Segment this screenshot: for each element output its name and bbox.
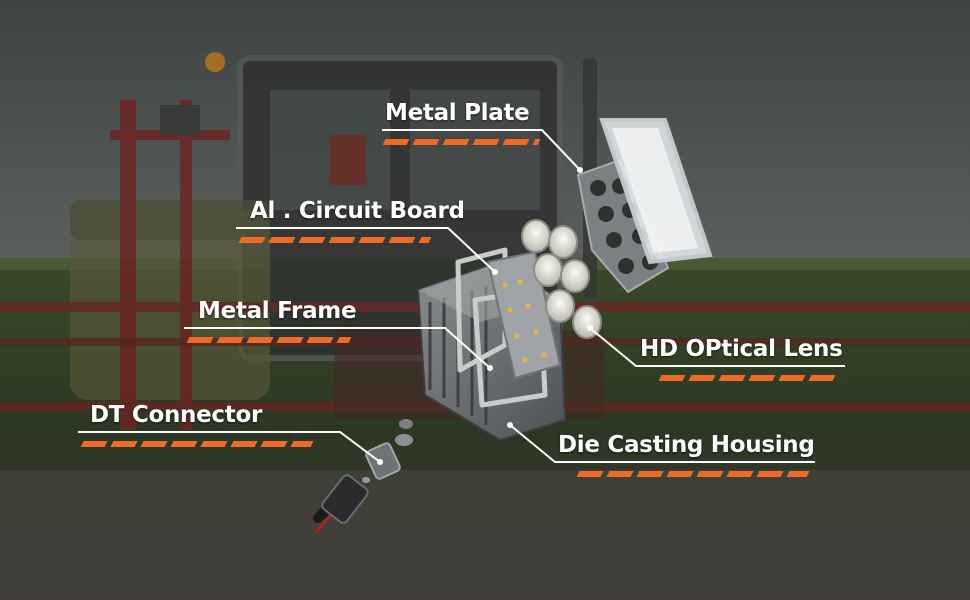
callout-optical-lens: HD OPtical Lens xyxy=(640,336,843,362)
optical-lens-part xyxy=(521,219,602,339)
leader-line-metal-plate xyxy=(382,129,581,171)
leader-line-die-casting-housing xyxy=(509,424,815,463)
callout-metal-frame-dash xyxy=(186,337,352,343)
callout-metal-frame: Metal Frame xyxy=(198,298,357,324)
callout-circuit-board: Al . Circuit Board xyxy=(250,198,465,224)
leader-line-optical-lens xyxy=(589,327,845,367)
callout-dt-connector: DT Connector xyxy=(90,402,262,428)
circuit-board-part xyxy=(486,250,562,380)
callout-optical-lens-dash xyxy=(658,375,842,381)
callout-die-casting-housing: Die Casting Housing xyxy=(558,432,815,458)
callout-die-casting-housing-dash xyxy=(576,471,810,477)
leader-line-metal-frame xyxy=(184,327,491,369)
leader-dots xyxy=(377,167,593,465)
callout-dt-connector-dash xyxy=(80,441,314,447)
leader-lines xyxy=(78,129,845,463)
callout-metal-plate: Metal Plate xyxy=(385,100,530,126)
callout-circuit-board-dash xyxy=(238,237,432,243)
leader-line-dt-connector xyxy=(78,431,381,463)
callout-metal-plate-dash xyxy=(382,139,541,145)
lens-cover-part xyxy=(599,118,713,265)
leader-line-circuit-board xyxy=(236,227,496,273)
dt-connector-part xyxy=(313,419,413,534)
